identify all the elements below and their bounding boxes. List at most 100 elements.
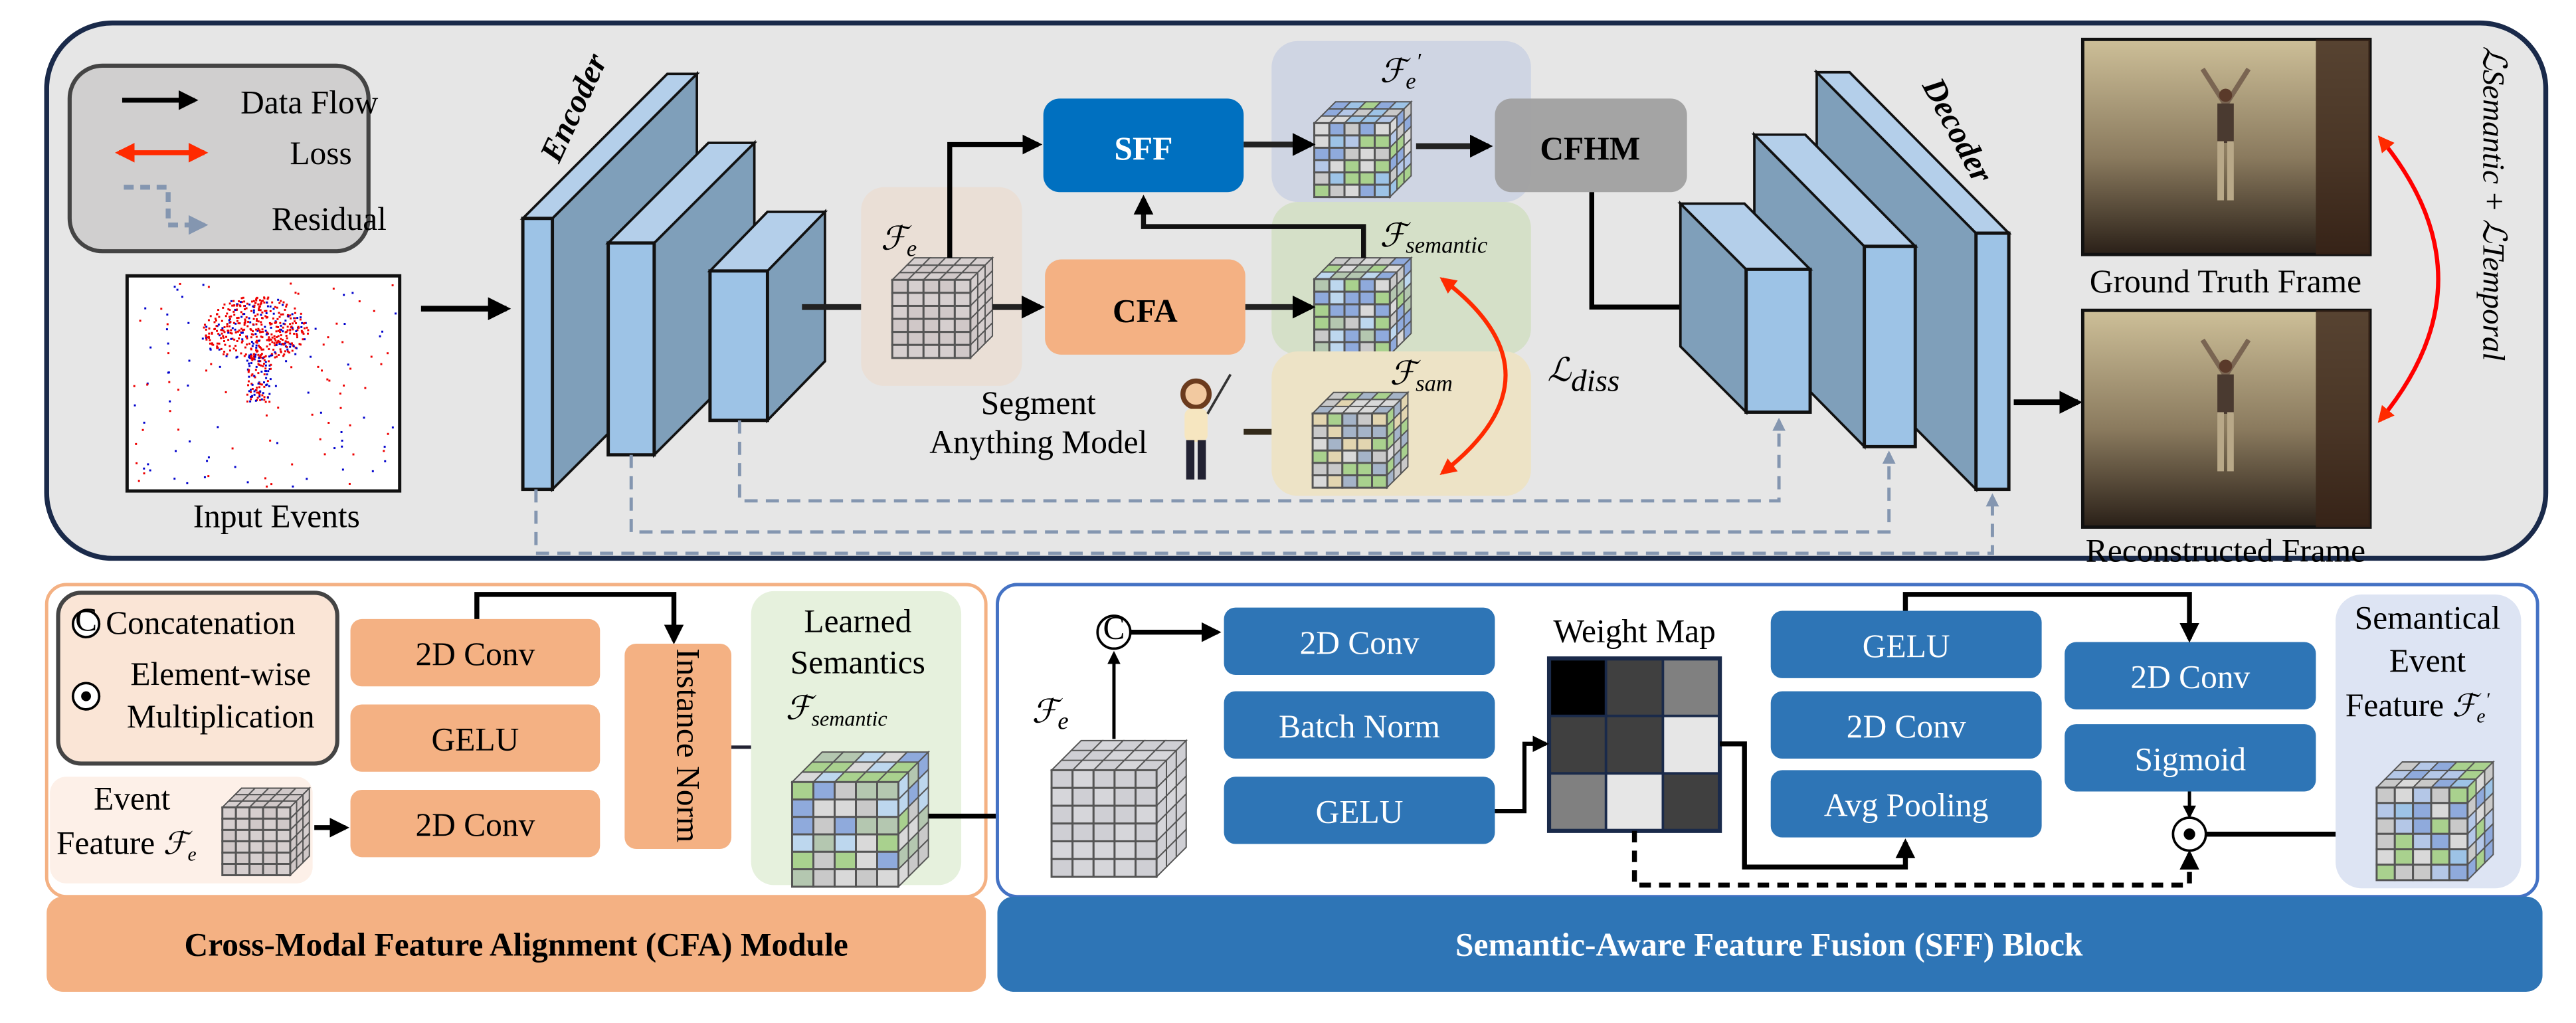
event-point (248, 303, 251, 306)
event-point (223, 353, 225, 355)
cube-cell (1313, 122, 1331, 137)
event-point (263, 396, 266, 399)
event-point (328, 379, 331, 382)
event-point (263, 385, 266, 388)
reconstructed-frame-image (2080, 308, 2372, 529)
event-point (249, 400, 252, 403)
event-point (269, 378, 272, 381)
event-point (236, 339, 238, 342)
event-point (290, 343, 292, 345)
event-point (364, 387, 367, 389)
event-point (268, 348, 270, 351)
event-point (252, 357, 255, 360)
event-point (252, 342, 254, 345)
concat-symbol: C (75, 601, 97, 638)
event-point (278, 328, 281, 331)
cube-cell (1326, 474, 1344, 489)
event-point (250, 362, 252, 365)
cube-cell (2375, 848, 2396, 866)
input-events-label: Input Events (193, 498, 360, 534)
cube-cell (1092, 769, 1116, 789)
cube-cell (2393, 832, 2415, 850)
legend-residual: Residual (272, 201, 387, 237)
event-point (349, 367, 352, 370)
event-point (251, 373, 254, 376)
event-point (288, 342, 291, 345)
weight-map-cell (1548, 772, 1608, 832)
event-point (300, 312, 302, 315)
encoder-layer-3 (707, 209, 828, 424)
event-point (260, 353, 263, 355)
event-point (263, 381, 265, 384)
event-point (250, 398, 252, 401)
cube-cell (275, 863, 292, 877)
cube-cell (2448, 832, 2469, 850)
cube-cell (1313, 278, 1331, 293)
event-point (262, 348, 264, 351)
event-point (266, 331, 268, 334)
event-point (266, 345, 268, 348)
cube-cell (1092, 787, 1116, 807)
cube-cell (834, 781, 857, 801)
cube-cell (221, 840, 237, 854)
event-point (254, 355, 256, 358)
event-point (306, 478, 308, 480)
event-point (247, 371, 250, 373)
event-point (307, 391, 310, 394)
event-point (271, 301, 274, 304)
cube-cell (1313, 159, 1331, 174)
sff-block-label: Avg Pooling (1824, 787, 1989, 824)
event-point (264, 326, 266, 328)
event-point (221, 332, 223, 335)
cube-cell (812, 798, 836, 818)
cube-cell (1328, 122, 1346, 137)
cube-cell (248, 863, 264, 877)
event-point (249, 321, 252, 324)
event-point (255, 323, 258, 326)
cube-cell (834, 850, 857, 871)
cube-cell (2375, 787, 2396, 804)
cube-cell (922, 304, 941, 320)
event-point (266, 305, 269, 308)
cfa-label: CFA (1113, 292, 1178, 329)
event-point (246, 400, 248, 403)
cube-cell (1135, 769, 1158, 789)
event-point (215, 319, 217, 322)
event-point (238, 304, 241, 307)
event-point (306, 326, 308, 329)
cube-cell (1311, 449, 1329, 464)
cube-cell (1356, 449, 1374, 464)
event-point (275, 343, 278, 346)
event-point (146, 382, 149, 385)
event-point (250, 354, 253, 357)
event-point (253, 306, 256, 309)
event-point (262, 300, 264, 302)
output-line2: Event (2389, 642, 2466, 679)
reconstructed-label: Reconstructed Frame (2086, 532, 2365, 569)
event-point (240, 297, 243, 300)
event-point (272, 312, 275, 315)
event-point (277, 339, 280, 342)
event-point (279, 348, 282, 351)
event-point (341, 445, 343, 448)
residual-line-3 (534, 489, 1999, 555)
cube-cell (922, 278, 941, 294)
cube-cell (790, 868, 814, 888)
cube-cell (275, 851, 292, 865)
cube-cell (1341, 449, 1358, 464)
event-point (225, 391, 227, 393)
cube-cell (1343, 303, 1361, 318)
cube-cell (262, 806, 278, 820)
cube-cell (855, 798, 878, 818)
weight-map-cell (1604, 657, 1665, 717)
cube-cell (907, 331, 925, 346)
event-point (279, 322, 282, 324)
cube-cell (812, 781, 836, 801)
cube-cell (834, 798, 857, 818)
event-point (380, 363, 383, 365)
event-point (231, 327, 234, 329)
event-point (277, 298, 280, 301)
event-point (260, 335, 262, 338)
event-point (207, 456, 210, 459)
event-point (254, 399, 257, 402)
